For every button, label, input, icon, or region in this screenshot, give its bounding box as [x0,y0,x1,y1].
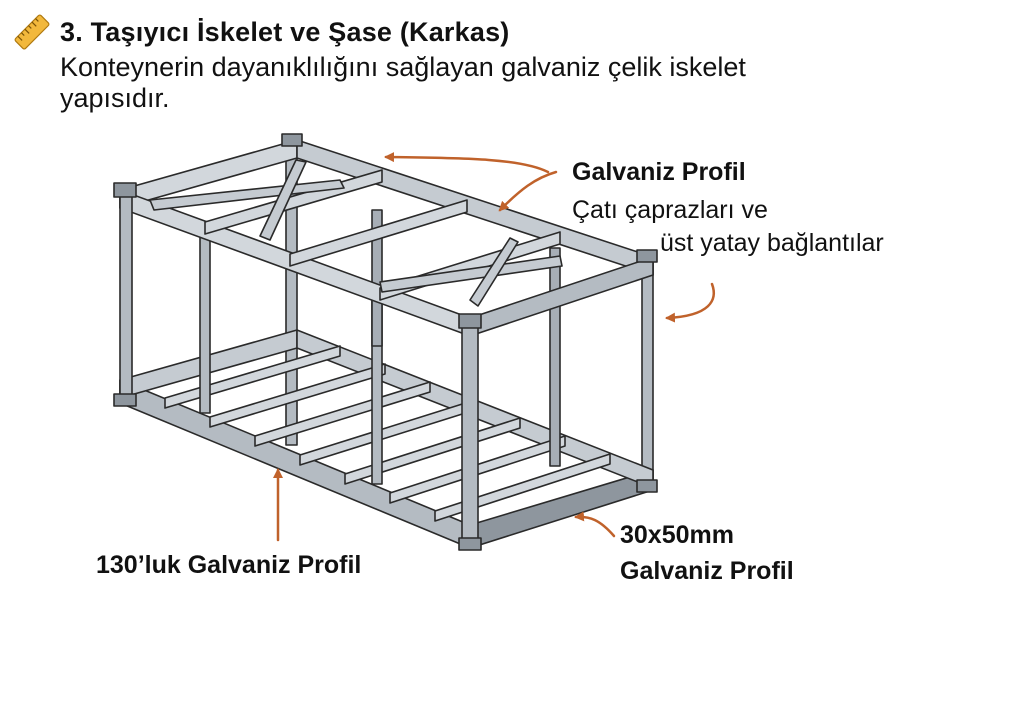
label-roof-line2: üst yatay bağlantılar [660,229,884,257]
page-title: 3. Taşıyıcı İskelet ve Şase (Karkas) [60,16,510,47]
ruler-icon [14,14,50,50]
title-row: 3. Taşıyıcı İskelet ve Şase (Karkas) [12,12,912,52]
label-base-profile: 130’luk Galvaniz Profil [96,551,362,579]
arrow-top-rail [665,282,715,323]
annotation-arrows [273,152,715,542]
arrow-roof-right [498,170,558,212]
arrow-side-profile [574,511,616,538]
frame-drawing [113,133,658,551]
arrow-roof-left [384,152,550,174]
header: 3. Taşıyıcı İskelet ve Şase (Karkas) Kon… [12,12,912,114]
page-description: Konteynerin dayanıklılığını sağlayan gal… [60,52,746,113]
label-side-line2: Galvaniz Profil [620,557,794,585]
label-roof-title: Galvaniz Profil [572,158,746,186]
label-roof-line1: Çatı çaprazları ve [572,196,768,224]
label-side-line1: 30x50mm [620,521,734,549]
